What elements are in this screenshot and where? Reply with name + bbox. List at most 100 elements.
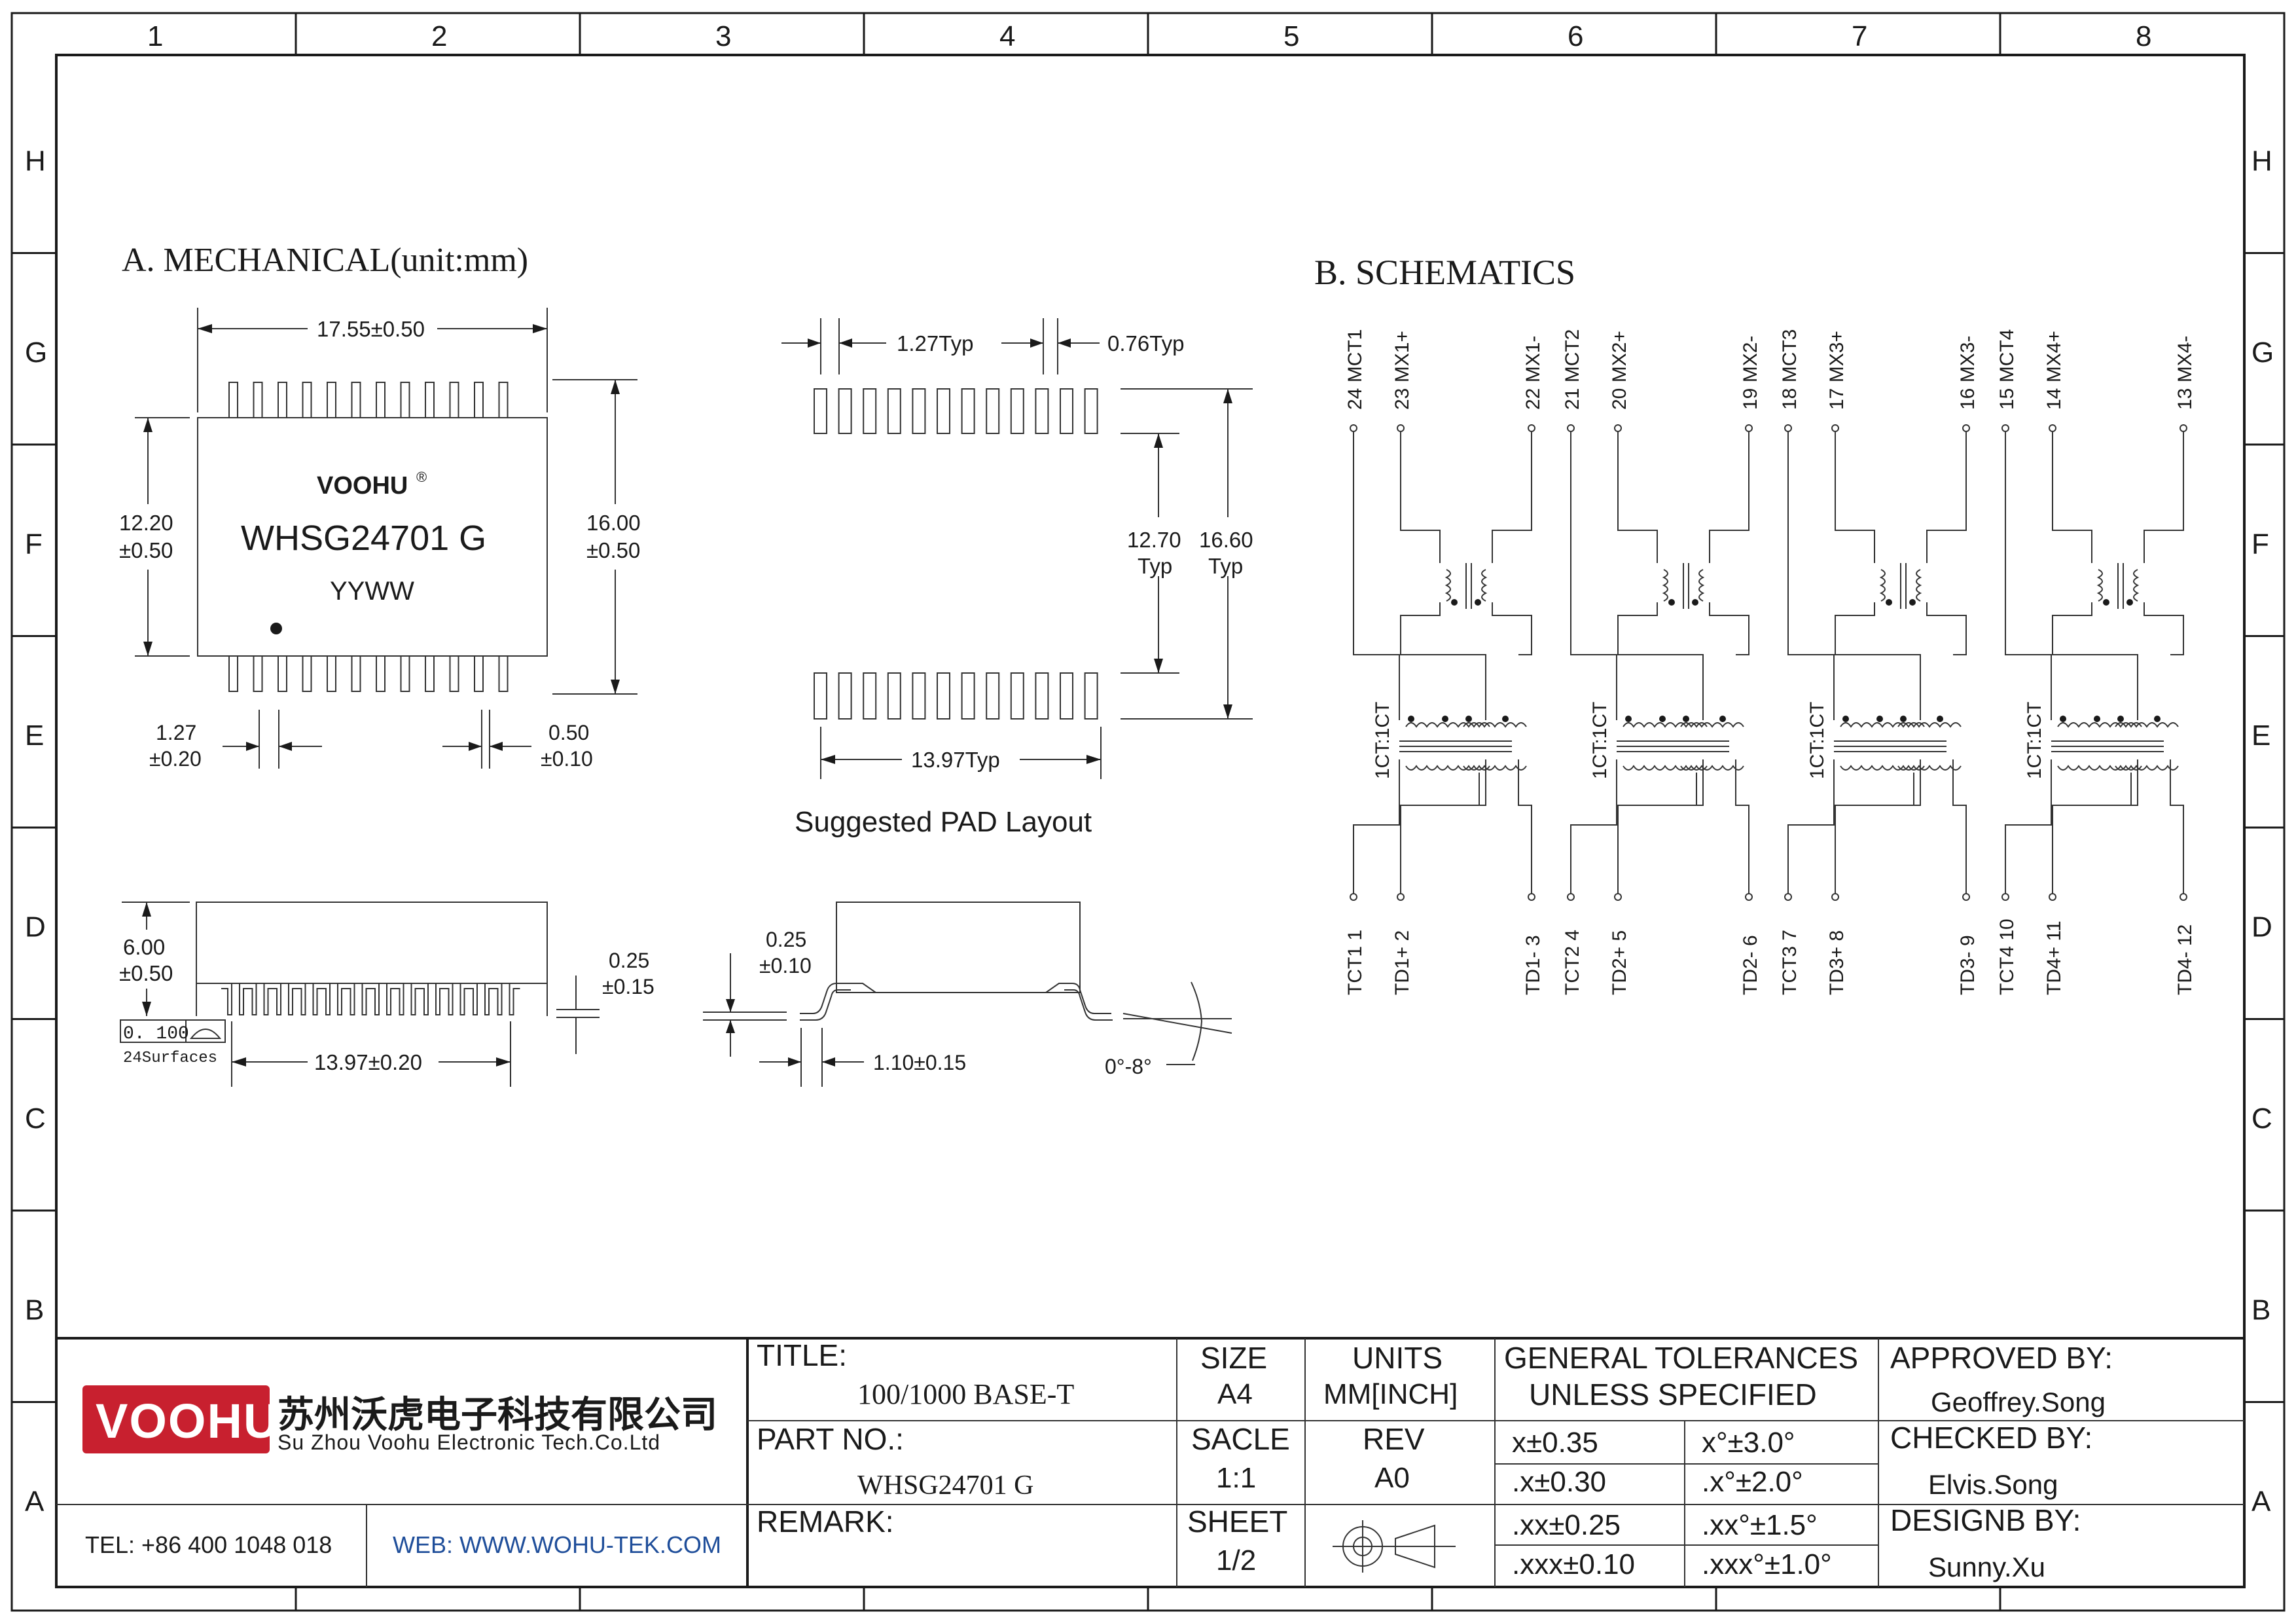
tolerance-linear: .xxx±0.10 — [1512, 1548, 1635, 1580]
sheet-label: SHEET — [1187, 1504, 1287, 1539]
side-lead — [295, 983, 306, 1015]
row-label: C — [25, 1103, 46, 1135]
package-lead — [449, 382, 459, 418]
row-label: E — [25, 720, 44, 752]
column-label: 2 — [431, 20, 447, 52]
polarity-dot — [1502, 716, 1509, 722]
choke-coil — [2133, 569, 2140, 602]
package-lead — [474, 655, 484, 692]
pad — [1084, 388, 1098, 434]
package-lead — [351, 382, 361, 418]
polarity-dot — [1909, 599, 1916, 606]
tolerance-heading-1: GENERAL TOLERANCES — [1504, 1341, 1858, 1375]
registered-mark: ® — [416, 469, 427, 485]
approved-label: APPROVED BY: — [1890, 1341, 2113, 1375]
company-name-cn: 苏州沃虎电子科技有限公司 — [278, 1394, 717, 1435]
pin-label: TD2+ 5 — [1609, 930, 1630, 995]
transformer-winding — [1897, 765, 1962, 771]
polarity-dot — [1451, 599, 1458, 606]
side-lead — [270, 983, 281, 1015]
polarity-dot — [2154, 716, 2161, 722]
dim-lead-width: 0.50 — [548, 721, 589, 744]
pad-layout: 1.27Typ 0.76Typ 12.70 Typ 16.60 Typ 13.9… — [781, 318, 1253, 838]
pin-terminal — [1745, 893, 1753, 901]
pin-label: 18 MCT3 — [1779, 329, 1801, 410]
package-lead — [327, 382, 336, 418]
polarity-dot — [1659, 716, 1666, 722]
pin-terminal — [2001, 424, 2009, 432]
row-label: H — [2251, 145, 2272, 177]
pin-terminal — [1784, 424, 1792, 432]
tolerance-angular: .xx°±1.5° — [1702, 1509, 1818, 1541]
pad — [863, 672, 877, 720]
pin-terminal — [1528, 893, 1535, 901]
pin-terminal — [1567, 424, 1575, 432]
row-label: B — [25, 1294, 44, 1326]
pin-terminal — [1567, 893, 1575, 901]
schematic-wiring — [2005, 432, 2184, 894]
tolerance-linear: x±0.35 — [1512, 1427, 1598, 1459]
dim-total-height: 16.00 — [586, 511, 641, 535]
part-marking: WHSG24701 G — [241, 519, 486, 558]
pad — [986, 672, 1000, 720]
side-leads — [221, 983, 520, 1015]
side-lead — [509, 983, 520, 1015]
pads-bottom-row — [814, 672, 1098, 720]
units-value: MM[INCH] — [1323, 1378, 1458, 1410]
pin-terminal — [1745, 424, 1753, 432]
polarity-dot — [1692, 599, 1698, 606]
pin-terminal — [1831, 893, 1839, 901]
pin-label: 13 MX4- — [2174, 336, 2196, 410]
side-lead — [491, 983, 503, 1015]
pin-label: 19 MX2- — [1740, 336, 1761, 410]
bottom-leads — [228, 655, 509, 692]
side-lead — [484, 983, 495, 1015]
side-view: 6.00 ±0.50 0. 100 24Surfaces 0.25 ±0.15 … — [119, 902, 655, 1087]
tel-number: TEL: +86 400 1048 018 — [85, 1531, 332, 1558]
package-lead — [278, 655, 287, 692]
package-lead — [278, 382, 287, 418]
dim-side-height-tol: ±0.50 — [119, 961, 173, 985]
dim-body-height-tol: ±0.50 — [119, 538, 173, 562]
top-view: VOOHU ® WHSG24701 G YYWW 17.55±0.50 12.2… — [119, 308, 641, 771]
website-link[interactable]: WEB: WWW.WOHU-TEK.COM — [393, 1531, 721, 1558]
polarity-dot — [2117, 716, 2124, 722]
pad — [1060, 672, 1073, 720]
package-lead — [302, 382, 312, 418]
transformer-winding — [1897, 722, 1962, 728]
polarity-dot — [1937, 716, 1943, 722]
package-lead — [228, 655, 238, 692]
polarity-dot — [2103, 599, 2109, 606]
polarity-dot — [1842, 716, 1849, 722]
dim-body-height: 12.20 — [119, 511, 173, 535]
dim-side-height: 6.00 — [123, 935, 165, 959]
side-lead — [263, 983, 275, 1015]
row-label: E — [2251, 720, 2270, 752]
pin-label: TCT3 7 — [1779, 930, 1801, 995]
dim-foot-length: 1.10±0.15 — [873, 1051, 966, 1074]
pad-dim-pitch: 1.27Typ — [897, 331, 973, 356]
pin-label: TD1+ 2 — [1391, 930, 1413, 995]
side-lead — [239, 983, 250, 1015]
pin-label: TCT1 1 — [1344, 930, 1366, 995]
pin-terminal — [2179, 424, 2187, 432]
pin-label: TD1- 3 — [1522, 935, 1544, 995]
choke-coil — [1698, 569, 1705, 602]
package-body — [197, 417, 548, 657]
pin-label: TCT2 4 — [1562, 930, 1583, 995]
side-lead — [368, 983, 380, 1015]
tolerance-angular: .xxx°±1.0° — [1702, 1548, 1832, 1580]
tolerance-heading-2: UNLESS SPECIFIED — [1529, 1377, 1817, 1412]
pad-layout-caption: Suggested PAD Layout — [795, 806, 1092, 838]
checked-label: CHECKED BY: — [1890, 1421, 2092, 1455]
pad-dim-outer: 16.60 — [1199, 528, 1253, 552]
pin-label: TD2- 6 — [1740, 935, 1761, 995]
transformer-winding — [1463, 722, 1527, 728]
part-no-value: WHSG24701 G — [857, 1470, 1034, 1501]
pad — [1060, 388, 1073, 434]
pad-dim-inner-typ: Typ — [1138, 554, 1172, 578]
dim-lead-thickness-tol: ±0.15 — [602, 975, 655, 998]
